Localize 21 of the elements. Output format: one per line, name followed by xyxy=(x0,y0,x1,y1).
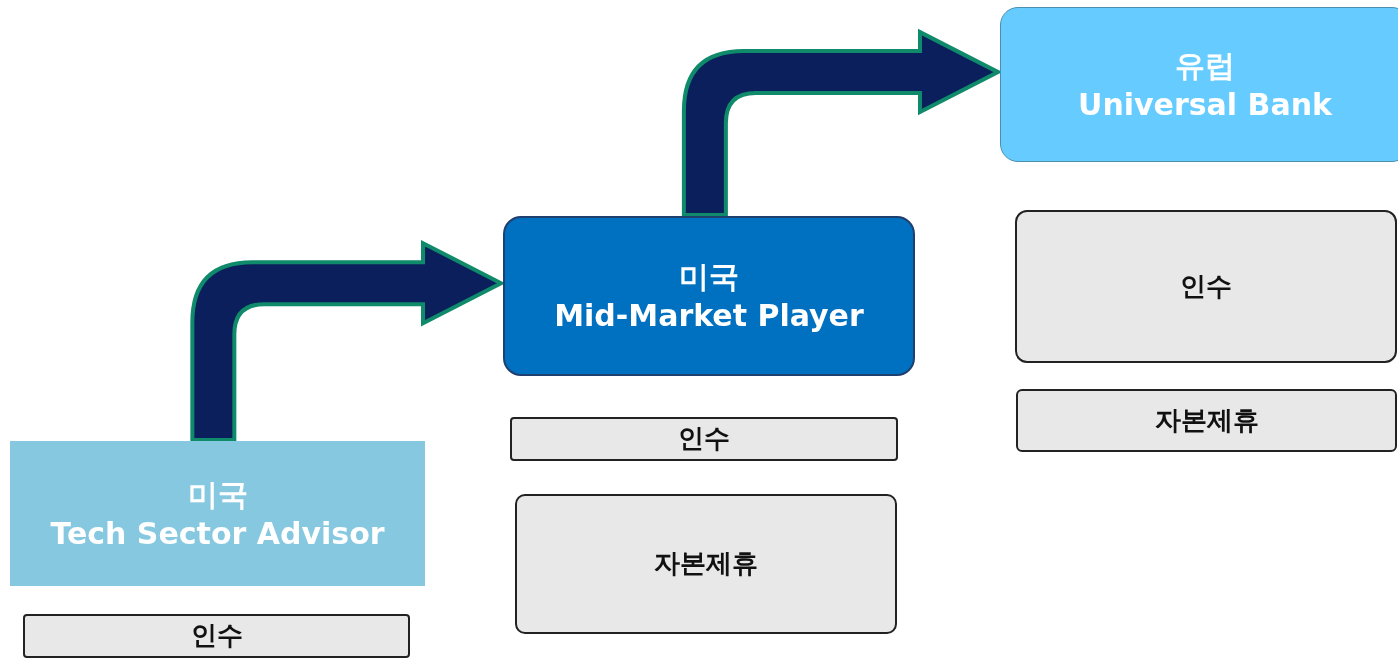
box-text: Mid-Market Player xyxy=(554,297,864,335)
box-text: Tech Sector Advisor xyxy=(50,514,385,553)
box-text: 자본제휴 xyxy=(1154,403,1259,437)
bent-arrow xyxy=(190,241,503,442)
process-box xyxy=(10,441,425,586)
label-box xyxy=(1015,210,1397,363)
box-text: 인수 xyxy=(678,422,730,456)
box-text: 인수 xyxy=(1180,269,1232,303)
box-text: 자본제휴 xyxy=(654,547,758,581)
process-box xyxy=(503,216,915,376)
label-box xyxy=(510,417,898,461)
box-text: 인수 xyxy=(190,619,243,653)
process-box xyxy=(1000,7,1398,162)
box-heading: 미국 xyxy=(679,258,739,296)
label-box xyxy=(515,494,897,634)
label-box xyxy=(1016,389,1397,452)
box-text: Universal Bank xyxy=(1078,85,1332,124)
label-box xyxy=(23,614,410,658)
bent-arrow xyxy=(681,30,1000,217)
box-heading: 유럽 xyxy=(1175,46,1235,85)
box-heading: 미국 xyxy=(187,475,248,514)
